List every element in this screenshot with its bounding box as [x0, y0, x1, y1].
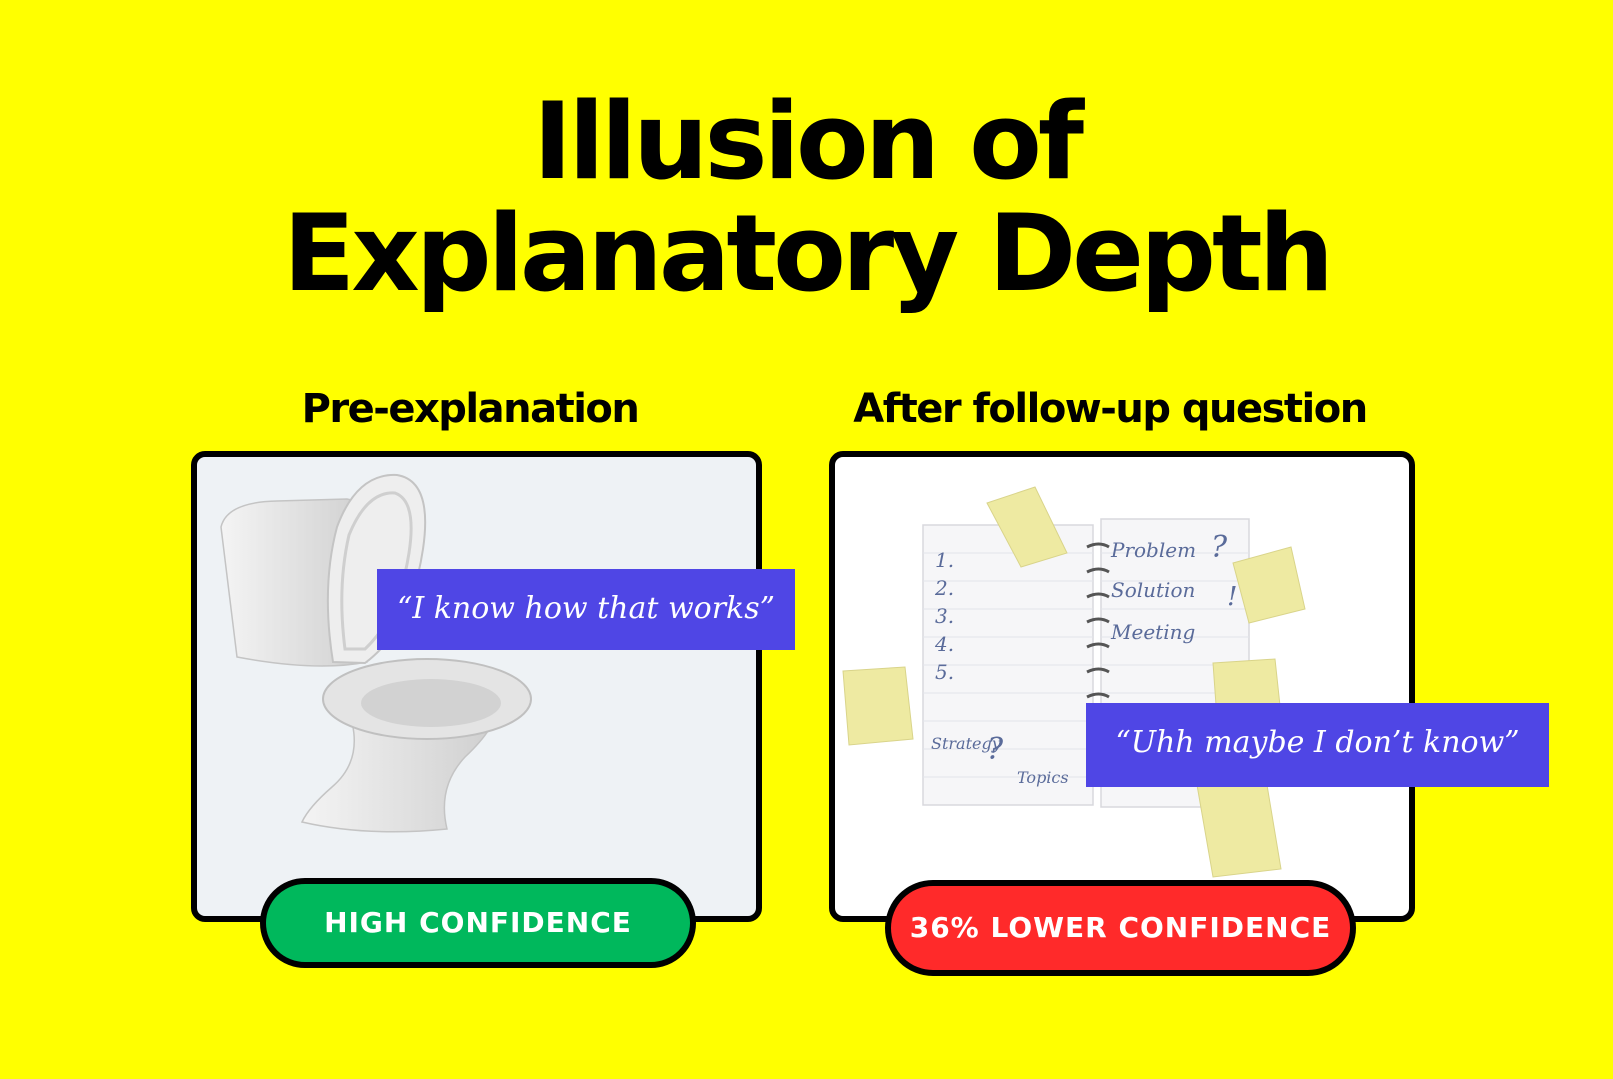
right-panel-image-frame: 1. 2. 3. 4. 5. Problem Solution Meeting …: [829, 451, 1415, 922]
note-problem: Problem: [1110, 538, 1196, 562]
right-quote-label: “Uhh maybe I don’t know”: [1086, 703, 1549, 787]
page-title: Illusion of Explanatory Depth: [0, 86, 1613, 310]
note-question-mark: ?: [1211, 530, 1228, 565]
right-panel-heading: After follow-up question: [853, 386, 1368, 432]
toilet-illustration: [220, 473, 532, 833]
title-line-2: Explanatory Depth: [282, 192, 1334, 315]
left-panel-heading: Pre-explanation: [301, 386, 640, 432]
note-3: 3.: [935, 604, 954, 628]
lower-confidence-badge: 36% LOWER CONFIDENCE: [885, 880, 1356, 976]
title-line-1: Illusion of: [532, 80, 1084, 203]
note-exclamation: !: [1227, 582, 1237, 612]
note-5: 5.: [935, 660, 954, 684]
note-1: 1.: [935, 548, 954, 572]
left-quote-label: “I know how that works”: [377, 569, 795, 650]
note-question-mark-2: ?: [987, 732, 1004, 767]
note-2: 2.: [934, 576, 954, 600]
left-panel-image-frame: [191, 451, 762, 922]
note-strategy: Strategy: [931, 734, 1002, 753]
notebook-illustration: 1. 2. 3. 4. 5. Problem Solution Meeting …: [842, 486, 1306, 878]
high-confidence-badge: HIGH CONFIDENCE: [260, 878, 696, 968]
note-4: 4.: [934, 632, 954, 656]
note-topics: Topics: [1017, 768, 1069, 787]
note-solution: Solution: [1111, 578, 1195, 602]
note-meeting: Meeting: [1110, 620, 1195, 644]
